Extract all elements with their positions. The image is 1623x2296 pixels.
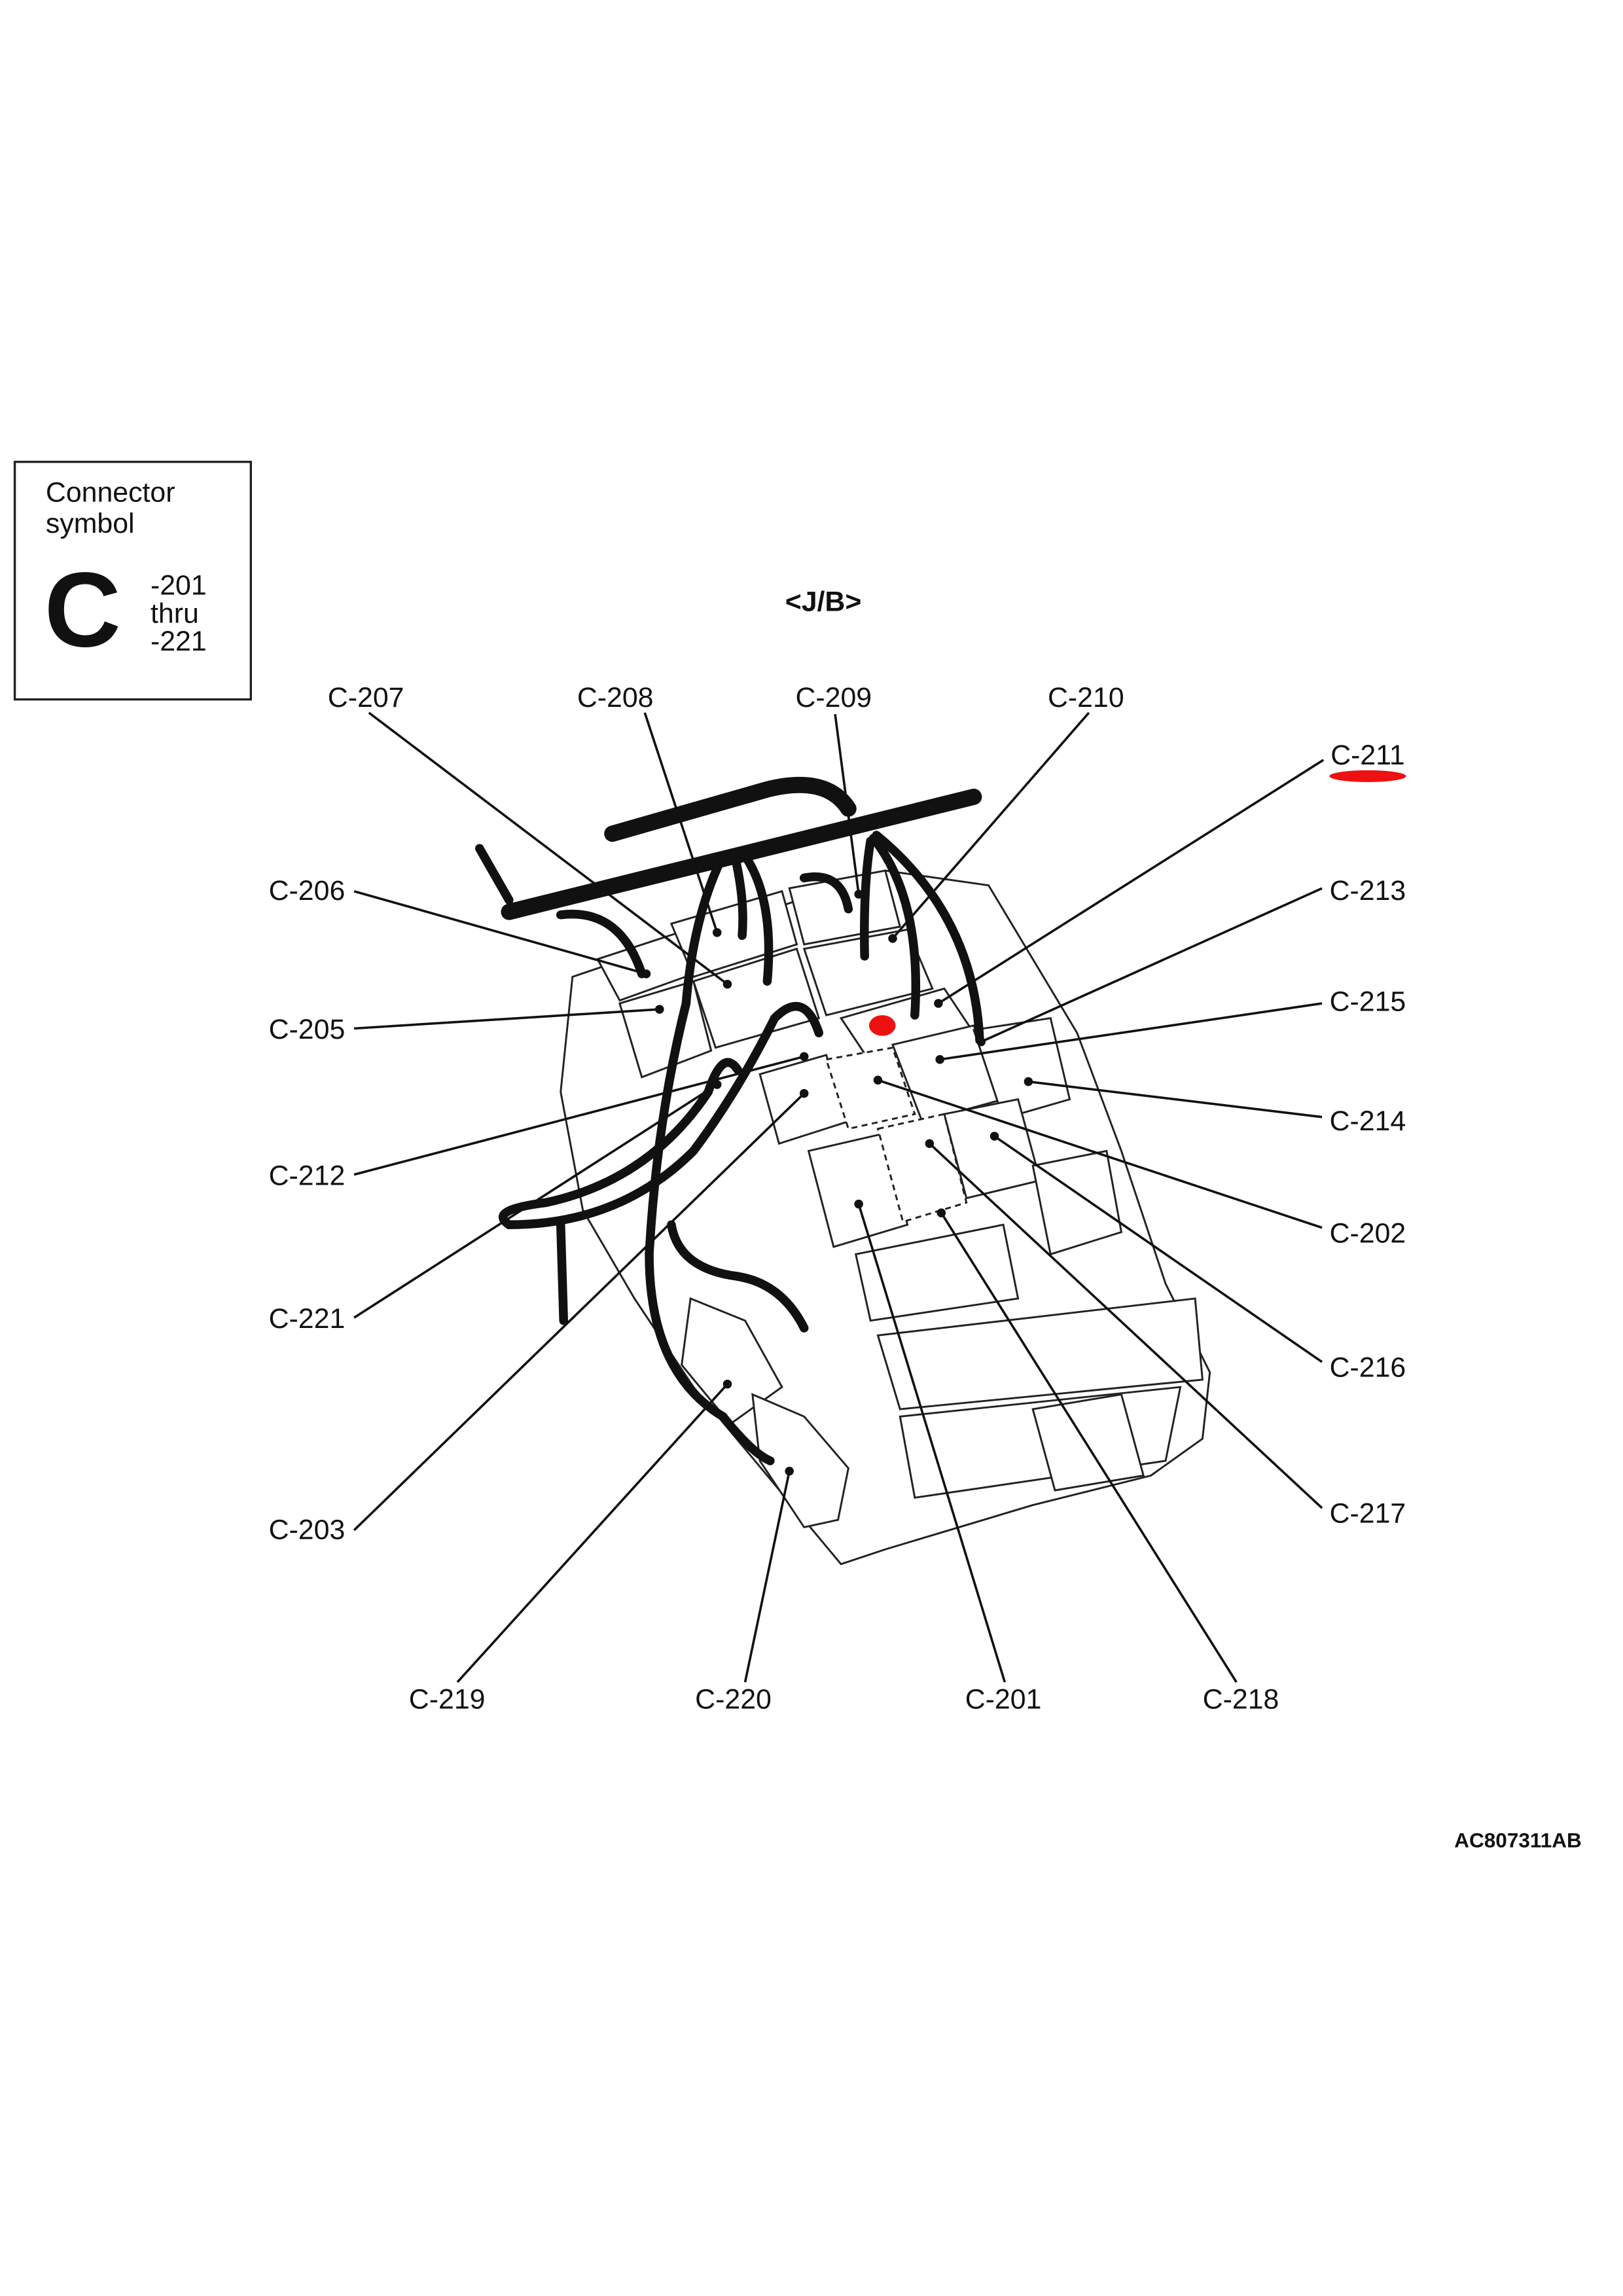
label-c-211: C-211	[1330, 740, 1404, 771]
label-c-219: C-219	[409, 1684, 486, 1715]
figure-code: AC807311AB	[1454, 1829, 1582, 1852]
leader-endpoints	[641, 889, 1033, 1476]
label-c-203: C-203	[269, 1514, 346, 1545]
legend-range-start: -201	[151, 570, 207, 601]
highlight-marker-dot	[868, 1015, 896, 1036]
label-c-213: C-213	[1330, 875, 1406, 906]
label-c-206: C-206	[269, 875, 346, 906]
legend-border	[13, 460, 252, 701]
label-c-205: C-205	[269, 1014, 346, 1045]
legend-range-mid: thru	[151, 598, 199, 629]
legend-title-line1: Connector	[46, 477, 175, 509]
label-c-201: C-201	[965, 1684, 1042, 1715]
label-c-216: C-216	[1330, 1352, 1406, 1383]
label-c-221: C-221	[269, 1303, 346, 1335]
label-c-217: C-217	[1330, 1498, 1406, 1530]
highlight-underline	[1329, 770, 1406, 782]
label-c-208: C-208	[577, 682, 654, 713]
label-c-220: C-220	[695, 1684, 772, 1715]
label-c-210: C-210	[1048, 682, 1124, 713]
leader-lines	[353, 711, 1325, 1683]
label-c-214: C-214	[1330, 1105, 1406, 1137]
legend-title-line2: symbol	[46, 508, 135, 539]
wire-harness	[474, 776, 984, 1465]
label-c-215: C-215	[1330, 986, 1406, 1017]
diagram-title: <J/B>	[785, 586, 862, 617]
connector-labels: C-207 C-208 C-209 C-210 C-211 C-213 C-21…	[269, 682, 1406, 1715]
legend-range-end: -221	[151, 626, 207, 657]
label-c-207: C-207	[328, 682, 404, 713]
connector-symbol-legend: Connector symbol C -201 thru -221	[13, 460, 252, 701]
label-c-202: C-202	[1330, 1217, 1406, 1249]
label-c-212: C-212	[269, 1160, 346, 1191]
label-c-218: C-218	[1203, 1684, 1279, 1715]
label-c-209: C-209	[795, 682, 872, 713]
legend-letter: C	[45, 550, 121, 669]
